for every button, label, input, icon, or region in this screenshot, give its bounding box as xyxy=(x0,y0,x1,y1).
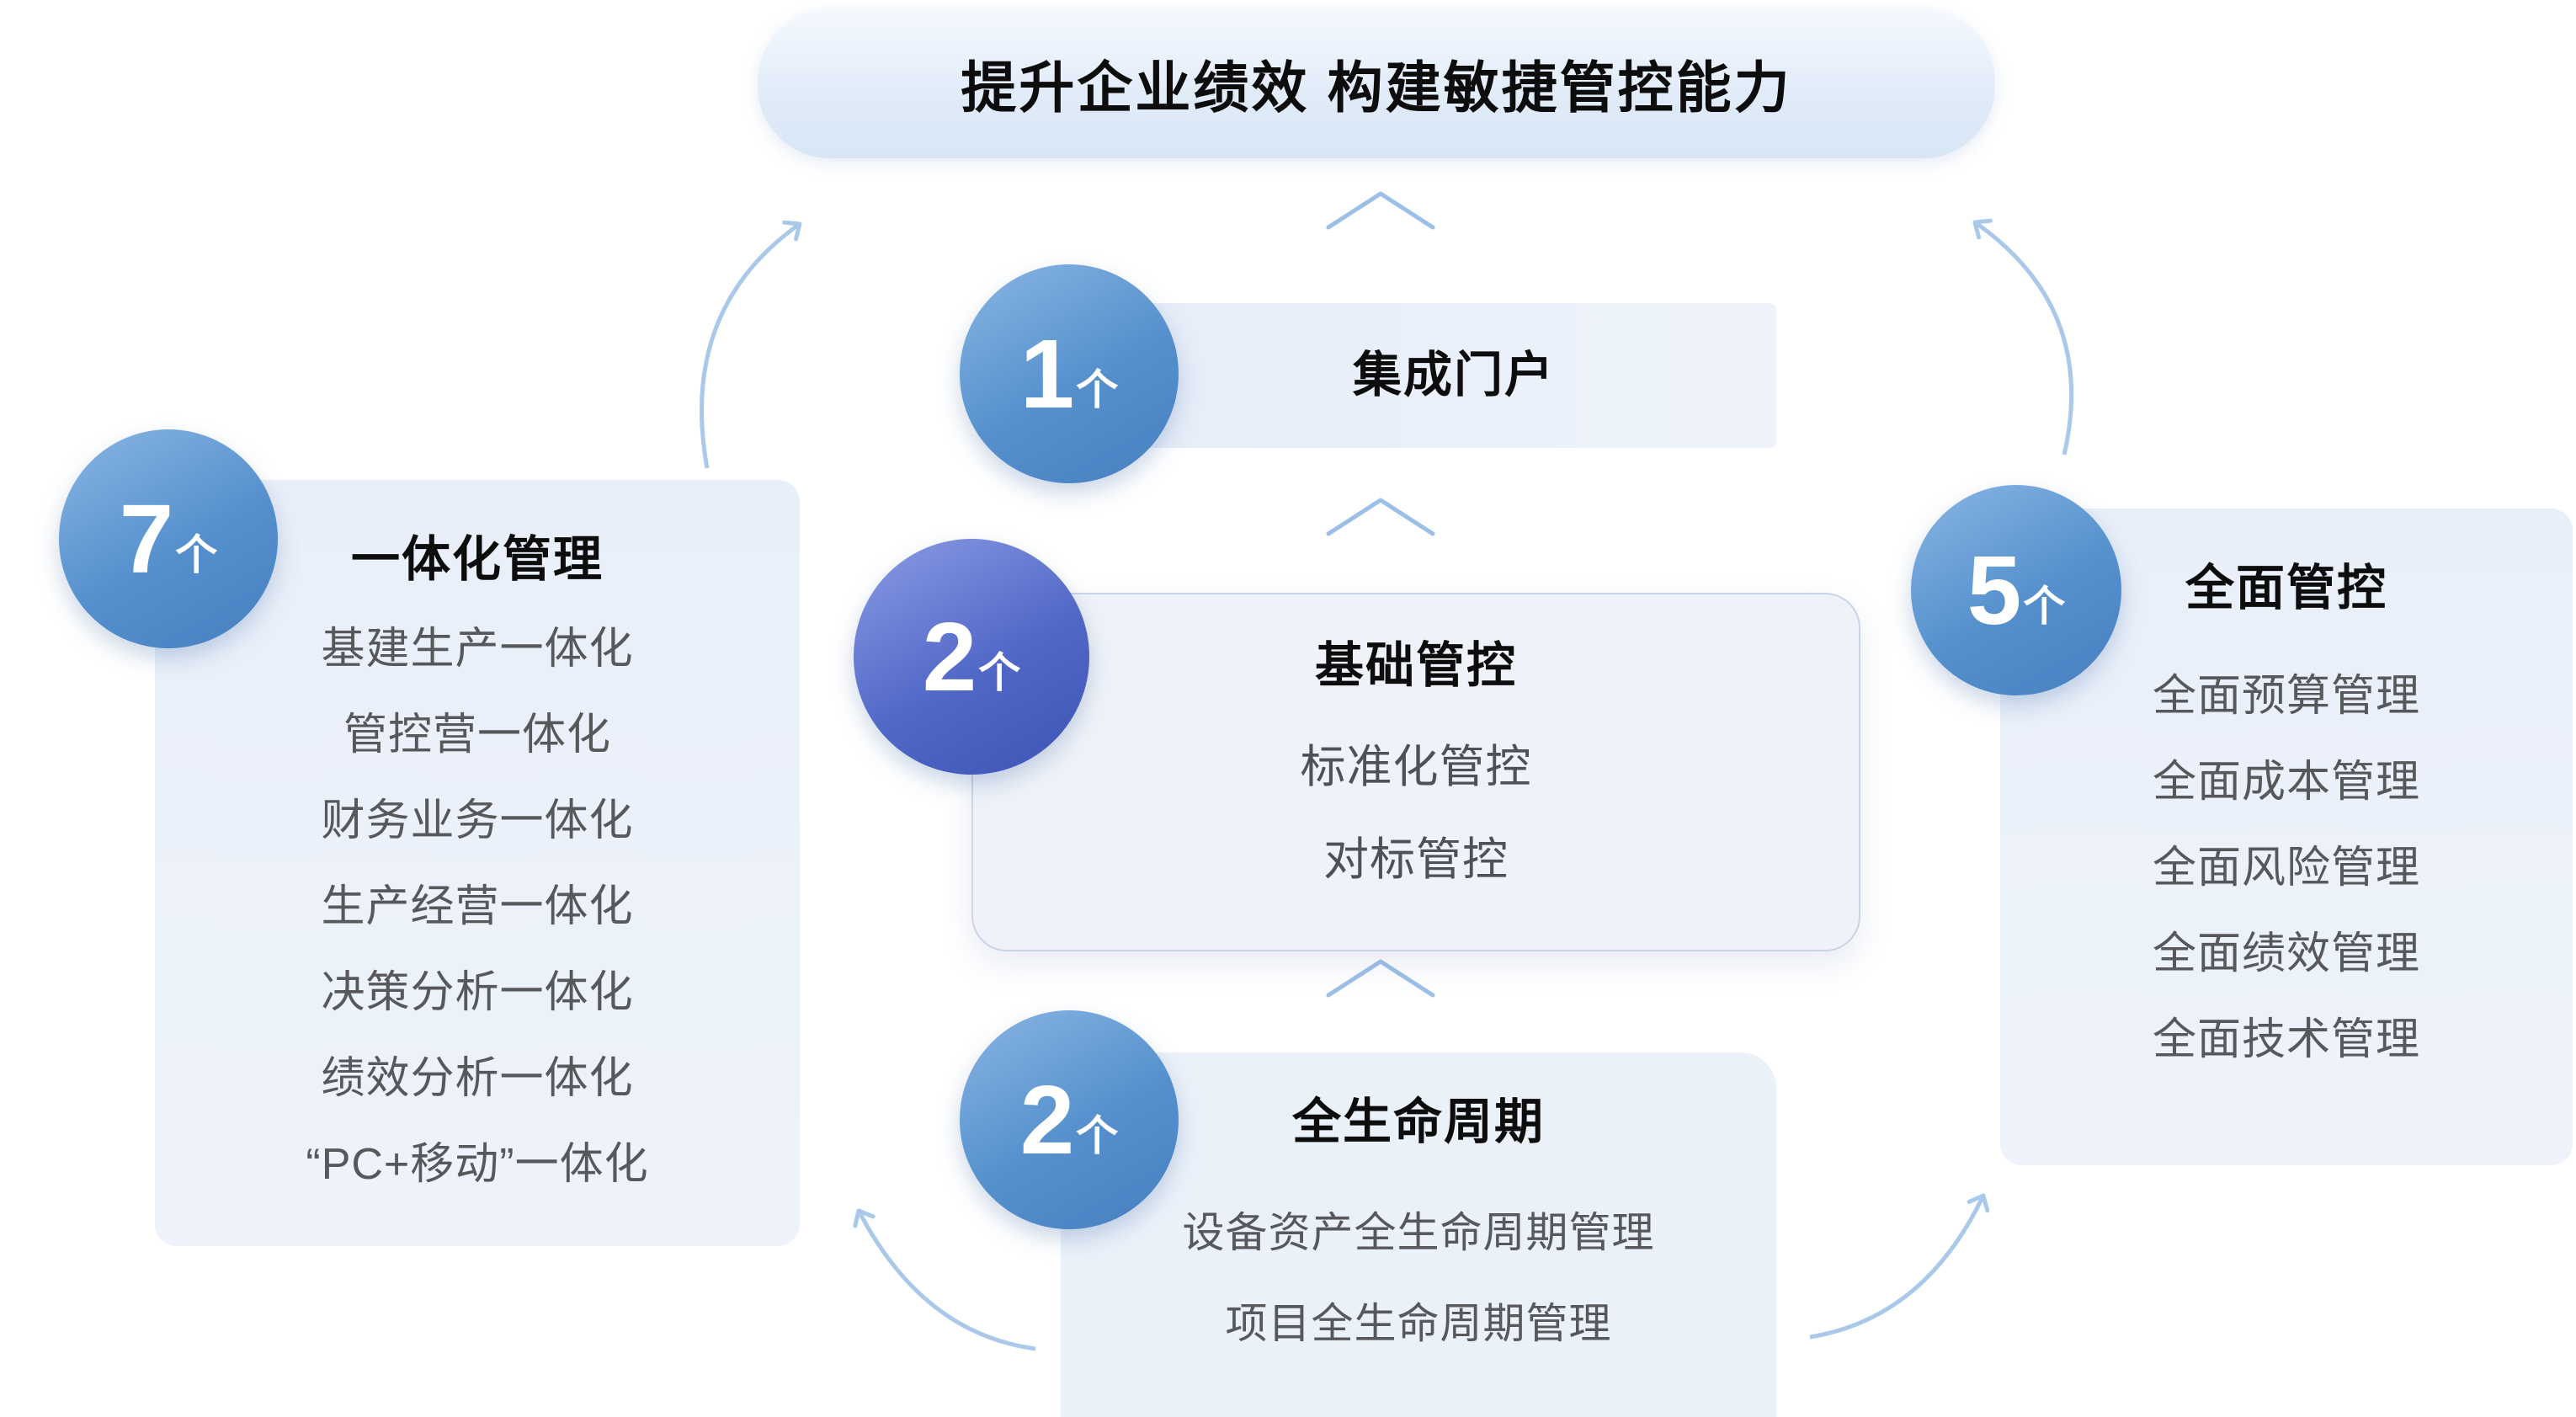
chevron-up-icon xyxy=(1326,498,1435,536)
portal-count-unit: 个 xyxy=(1076,366,1119,413)
base-control-count: 2 xyxy=(922,602,977,711)
list-item: 设备资产全生命周期管理 xyxy=(1182,1209,1655,1256)
comprehensive-count-unit: 个 xyxy=(2023,583,2066,630)
list-item: 全面成本管理 xyxy=(2152,758,2420,807)
list-item: 管控营一体化 xyxy=(343,711,611,759)
list-item: 对标管控 xyxy=(1323,834,1509,885)
comprehensive-count-badge: 5 个 xyxy=(1911,485,2121,695)
list-item: 全面预算管理 xyxy=(2152,672,2420,721)
arrow-right-to-title xyxy=(1972,218,2074,455)
integration-panel: 一体化管理 基建生产一体化 管控营一体化 财务业务一体化 生产经营一体化 决策分… xyxy=(155,480,800,1246)
list-item: 项目全生命周期管理 xyxy=(1225,1300,1612,1347)
lifecycle-count-unit: 个 xyxy=(1076,1112,1119,1159)
lifecycle-count-badge: 2 个 xyxy=(960,1010,1179,1229)
integration-count: 7 xyxy=(119,484,174,594)
base-control-items: 标准化管控 对标管控 xyxy=(973,721,1859,906)
portal-box: 集成门户 xyxy=(1131,303,1776,448)
list-item: 全面绩效管理 xyxy=(2152,930,2420,978)
base-control-box: 基础管控 标准化管控 对标管控 xyxy=(971,593,1860,951)
base-control-count-badge: 2 个 xyxy=(854,539,1089,775)
lifecycle-label: 全生命周期 xyxy=(1291,1095,1545,1149)
diagram-title-box: 提升企业绩效 构建敏捷管控能力 xyxy=(758,8,1995,158)
portal-count: 1 xyxy=(1019,319,1075,429)
comprehensive-items: 全面预算管理 全面成本管理 全面风险管理 全面绩效管理 全面技术管理 xyxy=(2000,653,2573,1083)
list-item: 标准化管控 xyxy=(1300,742,1532,792)
arrow-bottom-to-right xyxy=(1809,1193,1990,1340)
lifecycle-items: 设备资产全生命周期管理 项目全生命周期管理 xyxy=(1061,1187,1776,1369)
diagram-title: 提升企业绩效 构建敏捷管控能力 xyxy=(961,56,1792,119)
lifecycle-count: 2 xyxy=(1019,1065,1075,1175)
integration-count-badge: 7 个 xyxy=(59,429,278,648)
integration-label: 一体化管理 xyxy=(350,532,604,587)
portal-label: 集成门户 xyxy=(1352,348,1555,402)
list-item: “PC+移动”一体化 xyxy=(306,1140,649,1189)
integration-items: 基建生产一体化 管控营一体化 财务业务一体化 生产经营一体化 决策分析一体化 绩… xyxy=(155,606,800,1207)
base-control-label: 基础管控 xyxy=(1314,638,1517,693)
arrow-bottom-to-left xyxy=(853,1208,1036,1351)
base-control-count-unit: 个 xyxy=(978,649,1021,696)
comprehensive-label: 全面管控 xyxy=(2185,561,2387,615)
comprehensive-count: 5 xyxy=(1967,535,2022,645)
list-item: 绩效分析一体化 xyxy=(321,1054,634,1103)
portal-count-badge: 1 个 xyxy=(960,264,1179,483)
list-item: 生产经营一体化 xyxy=(321,882,634,931)
chevron-up-icon xyxy=(1326,959,1435,998)
list-item: 基建生产一体化 xyxy=(321,625,634,674)
arrow-left-to-title xyxy=(700,220,802,469)
list-item: 财务业务一体化 xyxy=(321,796,634,845)
list-item: 全面技术管理 xyxy=(2152,1015,2420,1064)
lifecycle-box: 全生命周期 设备资产全生命周期管理 项目全生命周期管理 xyxy=(1061,1052,1776,1417)
list-item: 全面风险管理 xyxy=(2152,844,2420,892)
integration-count-unit: 个 xyxy=(175,531,218,578)
list-item: 决策分析一体化 xyxy=(321,968,634,1017)
chevron-up-icon xyxy=(1326,191,1435,230)
